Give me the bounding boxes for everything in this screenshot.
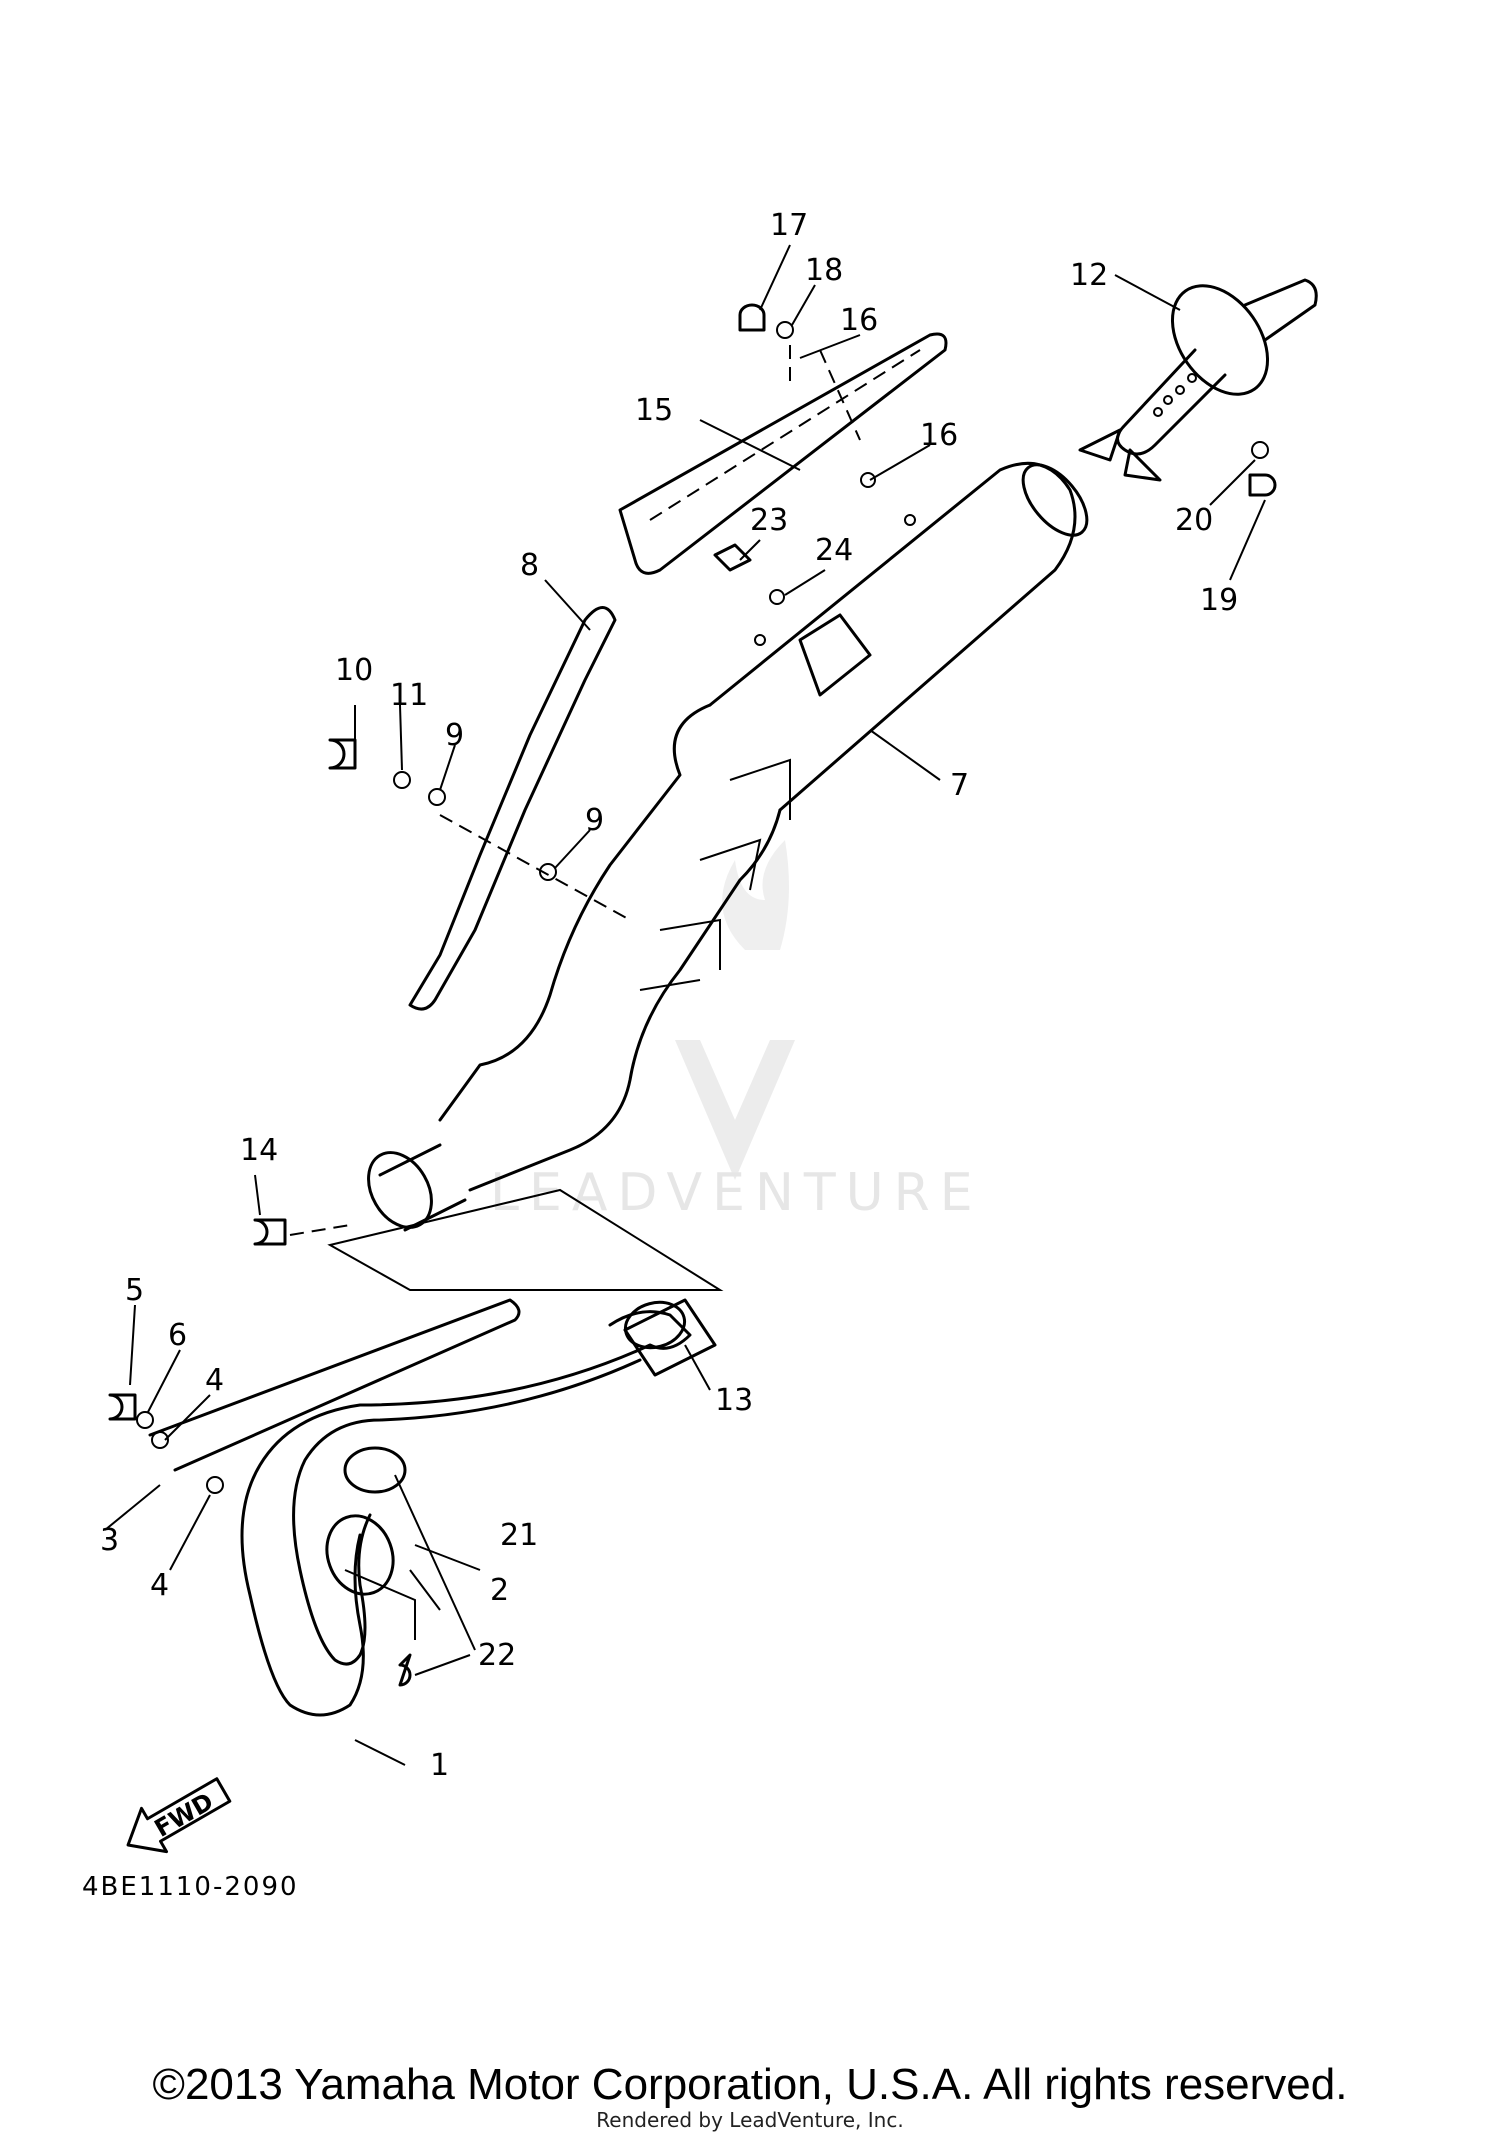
- upper-heat-protector: [618, 332, 948, 575]
- callout-18: 18: [805, 253, 843, 288]
- side-heat-protector: [408, 606, 617, 1011]
- end-cap: [1078, 278, 1318, 482]
- watermark-flame-icon: [722, 840, 789, 950]
- callout-4-lower: 4: [150, 1568, 169, 1603]
- exhaust-pipe: [148, 1298, 692, 1717]
- diagram-code: 4BE1110-2090: [82, 1872, 299, 1902]
- callout-8: 8: [520, 548, 539, 583]
- callout-15: 15: [635, 393, 673, 428]
- callout-24: 24: [815, 533, 853, 568]
- callout-21: 21: [500, 1518, 538, 1553]
- callout-13: 13: [715, 1383, 753, 1418]
- callout-10: 10: [335, 653, 373, 688]
- watermark: LEADVENTURE: [490, 840, 983, 1223]
- callouts: 1 2 3 4 4 5 6 7 8 9 9 10 11 12 13 14 15 …: [100, 208, 1238, 1783]
- watermark-logo-icon: [675, 1040, 795, 1180]
- callout-2: 2: [490, 1573, 509, 1608]
- callout-19: 19: [1200, 583, 1238, 618]
- callout-3: 3: [100, 1523, 119, 1558]
- callout-1: 1: [430, 1748, 449, 1783]
- fwd-label: FWD: [150, 1787, 218, 1843]
- callout-9-right: 9: [585, 803, 604, 838]
- rendered-by-notice: Rendered by LeadVenture, Inc.: [596, 2108, 904, 2132]
- hardware: [108, 303, 1277, 1687]
- callout-4-upper: 4: [205, 1363, 224, 1398]
- callout-17: 17: [770, 208, 808, 243]
- callout-16-upper: 16: [840, 303, 878, 338]
- callout-7: 7: [950, 768, 969, 803]
- leader-lines: [104, 244, 1266, 1766]
- callout-23: 23: [750, 503, 788, 538]
- callout-12: 12: [1070, 258, 1108, 293]
- watermark-text: LEADVENTURE: [490, 1163, 983, 1223]
- callout-11: 11: [390, 678, 428, 713]
- callout-22: 22: [478, 1638, 516, 1673]
- copyright-notice: ©2013 Yamaha Motor Corporation, U.S.A. A…: [152, 2060, 1348, 2109]
- callout-5: 5: [125, 1273, 144, 1308]
- callout-16-lower: 16: [920, 418, 958, 453]
- reference-lines: [289, 345, 861, 1640]
- callout-6: 6: [168, 1318, 187, 1353]
- callout-9-left: 9: [445, 718, 464, 753]
- callout-20: 20: [1175, 503, 1213, 538]
- callout-14: 14: [240, 1133, 278, 1168]
- forward-arrow-icon: FWD: [126, 1777, 232, 1854]
